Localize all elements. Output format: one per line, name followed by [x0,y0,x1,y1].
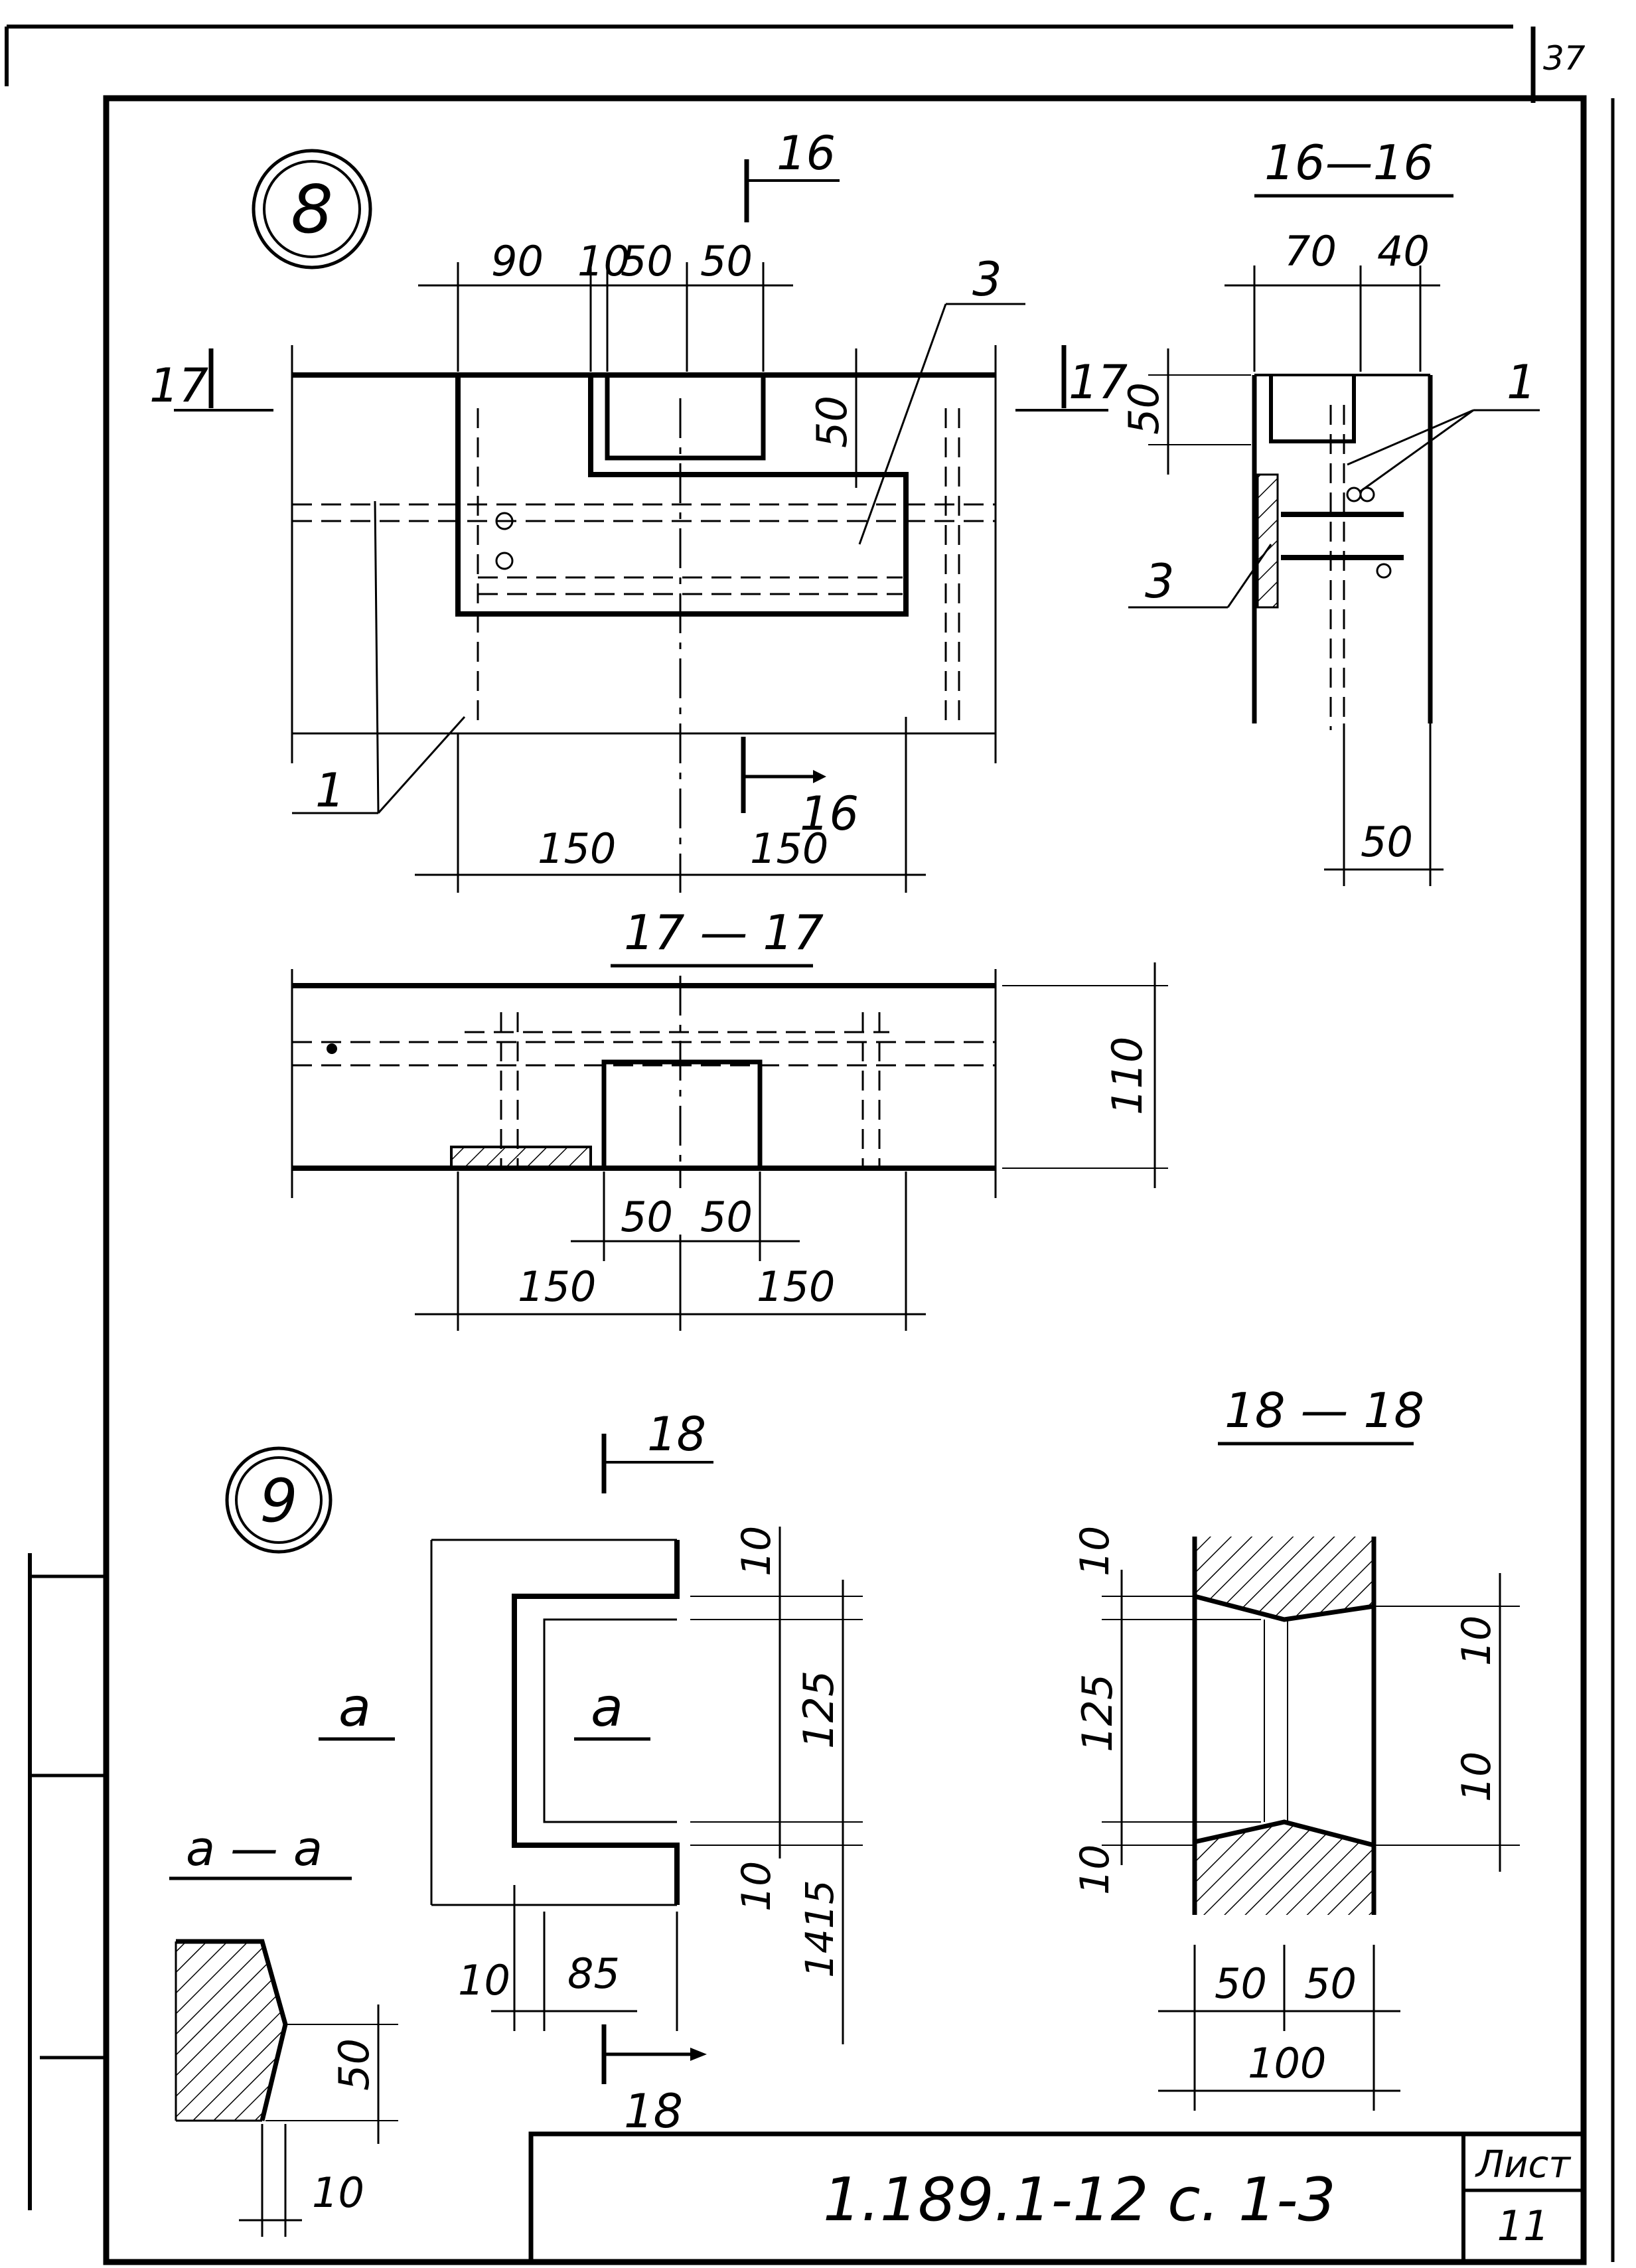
detail-8-dim-50-vert: 50 [808,396,856,448]
section-17-dim-150b: 150 [757,1262,835,1311]
section-17-title-text: 17 — 17 [624,905,824,960]
title-block [528,2131,1586,2265]
detail-9-dim-1415: 1415 [797,1880,842,1978]
cut-16-bottom-label: 16 [800,787,859,841]
cut-17-right: 17 [1015,345,1128,412]
cut-17-left-label: 17 [149,358,208,413]
cut-17-left: 17 [149,348,273,413]
detail-9-dim-10-top: 10 [733,1526,780,1576]
section-aa-drawing [175,1939,288,2122]
detail-8-dim-10: 10 [577,237,630,285]
drawing-designation: 1.189.1-12 с. 1-3 [823,2165,1336,2235]
detail-8-plan [291,345,997,876]
section-aa-dim-10: 10 [312,2168,364,2217]
section-aa-title-text: а — а [186,1821,323,1876]
section-17-title: 17 — 17 [611,905,824,968]
section-16-dim-40: 40 [1377,227,1430,275]
section-16-leaders [1128,409,1540,609]
section-17-drawing [291,969,997,1198]
section-18-dim-10-right-top: 10 [1453,1616,1500,1666]
detail-8-dim-150b: 150 [750,824,828,873]
section-16-title-text: 16—16 [1264,135,1434,190]
detail-8-dim-150a: 150 [538,824,616,873]
detail-9-label-a-inner: а [591,1677,623,1738]
section-16-dims [1148,265,1444,886]
section-16-dim-50-bottom: 50 [1361,818,1413,866]
section-18-title: 18 — 18 [1218,1383,1424,1446]
detail-8-dims-top [418,262,793,372]
detail-9-marker: 9 [225,1446,333,1554]
detail-9-dims [491,1527,863,2044]
detail-8-dim-50b: 50 [700,237,753,285]
section-18-dim-10-bottom: 10 [1072,1845,1118,1895]
section-16-title: 16—16 [1254,135,1453,198]
section-18-dim-125: 125 [1073,1674,1122,1752]
section-18-dim-100: 100 [1248,2039,1326,2087]
detail-9-label-a-left: а [338,1677,371,1738]
detail-8-number: 8 [291,171,333,248]
cut-17-right-label: 17 [1069,355,1128,410]
detail-9-dim-10: 10 [458,1956,510,2004]
section-aa-title: а — а [169,1821,352,1880]
detail-8-marker: 8 [252,149,372,269]
cut-18-top-label: 18 [647,1407,706,1462]
detail-9-dim-10-bottom: 10 [733,1861,780,1912]
cut-16-bottom: 16 [741,737,859,841]
sheet-label: Лист [1475,2143,1571,2186]
cut-18-bottom: 18 [601,2024,707,2139]
cut-18-top: 18 [601,1407,713,1493]
detail-9-drawing [319,1539,680,1906]
detail-8-leader-3: 3 [972,252,1002,307]
section-18-dim-10-right-bottom: 10 [1453,1752,1500,1802]
section-17-dim-50a: 50 [621,1193,673,1241]
detail-9-dim-85: 85 [567,1949,620,1998]
detail-8-dim-90: 90 [491,237,544,285]
detail-9-number: 9 [260,1466,297,1536]
section-17-dims [415,962,1168,1331]
section-16-leader-3: 3 [1145,554,1175,609]
sheet-number: 11 [1497,2202,1550,2250]
section-aa-dims [239,2004,398,2237]
section-16-drawing [1252,374,1433,730]
detail-8-dims-bottom [415,717,926,893]
section-16-dim-70: 70 [1284,227,1337,275]
detail-8-dim-50-vertical: 50 [770,348,883,488]
section-17-dim-150a: 150 [518,1262,596,1311]
section-18-dim-50a: 50 [1215,1959,1267,2008]
section-aa-dim-50: 50 [330,2038,378,2091]
cut-16-top: 16 [744,126,840,222]
section-18-drawing [1192,1537,1376,1915]
section-18-dims [1102,1570,1520,2111]
section-17-dim-50b: 50 [700,1193,753,1241]
section-18-dim-50b: 50 [1304,1959,1357,2008]
section-18-dim-10-top: 10 [1072,1526,1118,1576]
detail-8-leaders [292,303,1025,814]
cut-16-top-label: 16 [777,126,836,181]
detail-8-leader-1: 1 [315,763,345,818]
detail-8-dim-50a: 50 [621,237,673,285]
detail-9-dim-125: 125 [794,1671,843,1749]
section-18-title-text: 18 — 18 [1225,1383,1424,1438]
cut-18-bottom-label: 18 [624,2084,683,2139]
section-16-leader-1: 1 [1507,355,1536,410]
section-16-dim-50-vert: 50 [1120,382,1168,435]
section-17-dim-110: 110 [1103,1037,1152,1115]
sheet-fragment-number: 37 [1543,39,1586,78]
